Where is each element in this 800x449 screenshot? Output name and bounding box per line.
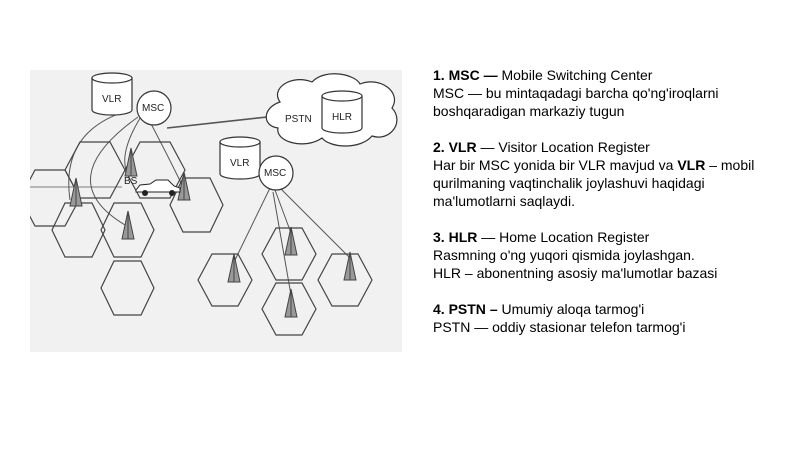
cell-hex [317,253,373,307]
right-cell-cluster [197,227,373,336]
note-line: HLR – abonentning asosiy ma'lumotlar baz… [433,265,718,281]
cell-hex [100,260,155,316]
tower-icon [177,171,191,201]
note-msc: 1. MSC — Mobile Switching Center MSC — b… [433,66,793,120]
cell-hex [261,227,317,281]
note-line: Rasmning o'ng yuqori qismida joylashgan. [433,247,695,263]
msc-pstn-link [166,114,286,129]
note-hlr: 3. HLR — Home Location Register Rasmning… [433,228,793,282]
network-diagram: BS VLR MSC PSTN HLR VLR MSC [30,70,402,352]
base-station-towers [69,147,357,318]
note-heading: 2. VLR — Visitor Location Register [433,139,650,155]
vlr-database-right: VLR [219,136,261,180]
msc2-bs-link-3 [279,187,351,259]
cell-hex [261,282,317,336]
legend-notes: 1. MSC — Mobile Switching Center MSC — b… [433,66,793,354]
note-heading: 1. MSC — Mobile Switching Center [433,67,653,83]
cell-hex [100,202,155,258]
note-vlr: 2. VLR — Visitor Location Register Har b… [433,138,793,210]
msc-bs-link-2 [124,114,143,171]
left-cell-cluster [30,141,224,316]
msc-bs-link-4 [89,116,139,226]
tower-icon [343,251,357,281]
note-line: boshqaradigan markaziy tugun [433,103,625,119]
vlr-database-left: VLR [91,72,133,116]
msc2-bs-link-2 [274,189,292,234]
tower-icon [284,226,298,256]
hlr-label: HLR [332,112,352,123]
msc-node-right: MSC [258,155,294,191]
msc2-bs-link-4 [272,191,292,296]
note-heading: 3. HLR — Home Location Register [433,229,650,245]
tower-icon [284,288,298,318]
cell-hex [169,177,224,233]
msc2-bs-link-1 [234,187,271,261]
tower-icon [124,147,138,177]
vlr-right-label: VLR [230,158,249,169]
tower-icon [69,177,83,207]
msc-node-left: MSC [136,90,172,126]
note-pstn: 4. PSTN – Umumiy aloqa tarmog'i PSTN — o… [433,300,793,336]
cell-hex [51,202,106,258]
hlr-database: HLR [321,90,363,134]
msc-right-label: MSC [264,168,286,179]
cell-hex [124,141,186,199]
tower-icon [121,210,135,240]
note-heading: 4. PSTN – Umumiy aloqa tarmog'i [433,301,645,317]
pstn-label: PSTN [285,114,312,125]
msc-left-label: MSC [142,103,164,114]
note-line: ma'lumotlarni saqlaydi. [433,193,575,209]
vlr-left-label: VLR [102,94,121,105]
cell-hex [197,253,253,307]
note-line: Har bir MSC yonida bir VLR mavjud va VLR… [433,157,755,173]
note-line: qurilmaning vaqtinchalik joylashuvi haqi… [433,175,705,191]
car-icon [135,179,181,196]
note-line: PSTN — oddiy stasionar telefon tarmog'i [433,319,686,335]
tower-icon [227,253,241,283]
bs-label: BS [124,176,138,187]
note-line: MSC — bu mintaqadagi barcha qo'ng'iroqla… [433,85,719,101]
